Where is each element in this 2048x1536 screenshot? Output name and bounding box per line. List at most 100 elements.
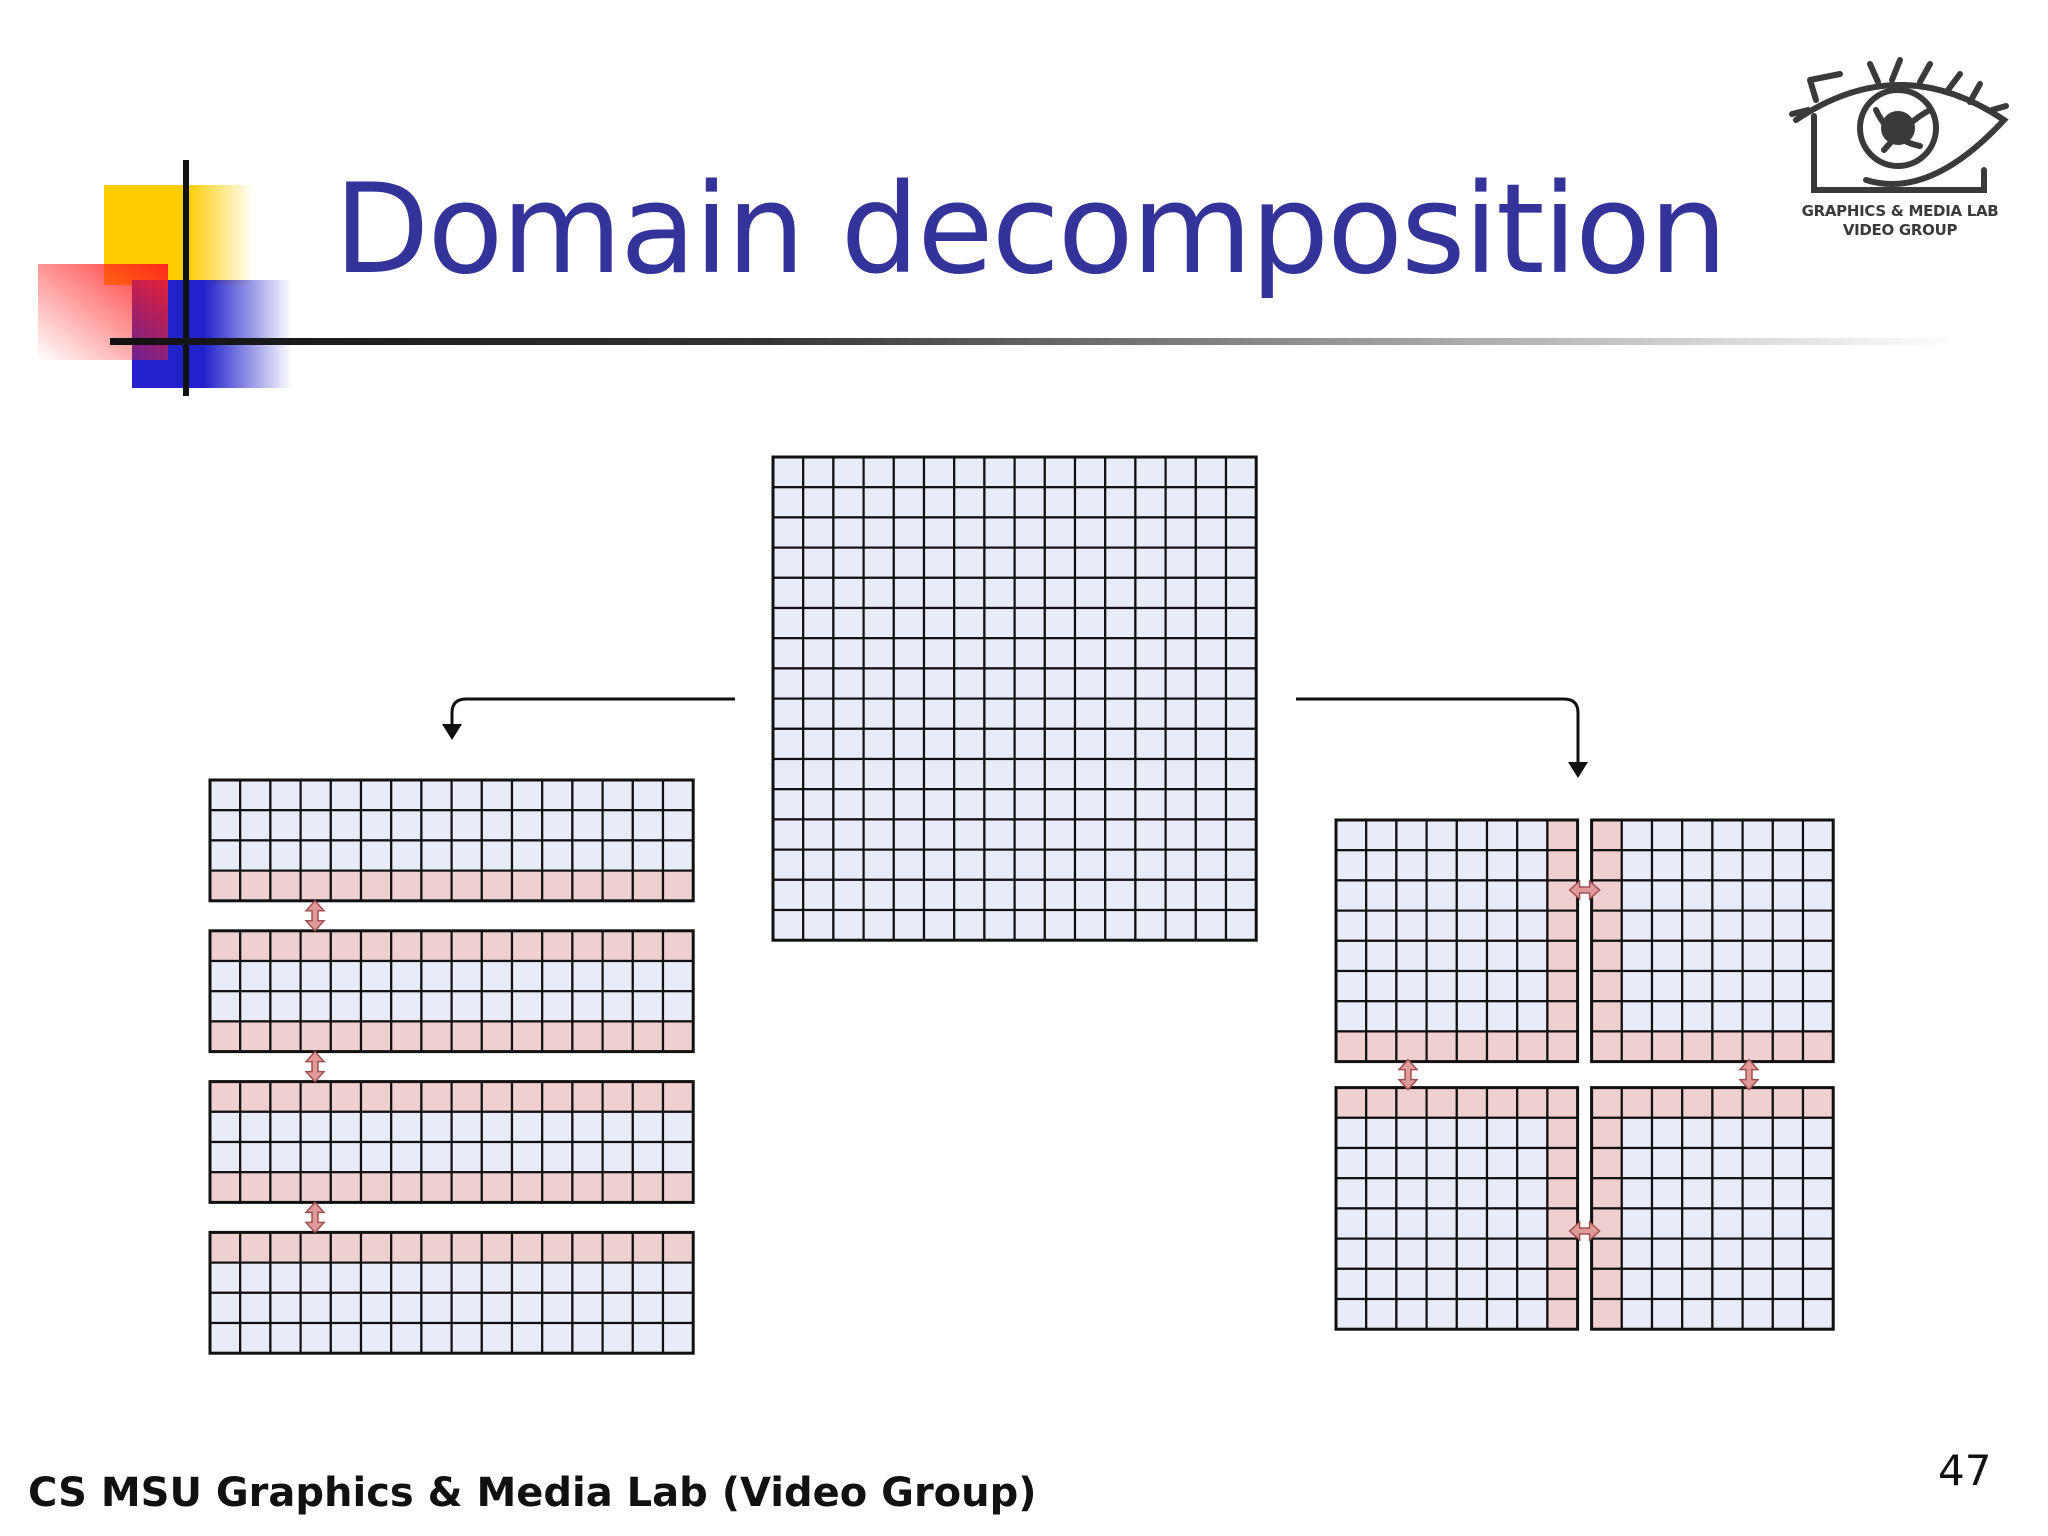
grid-cell	[480, 1291, 514, 1325]
grid-cell	[1013, 606, 1046, 640]
grid-cell	[390, 809, 423, 842]
grid-cell	[1365, 849, 1398, 882]
halo-cell	[420, 1231, 453, 1264]
grid-cell	[359, 809, 393, 842]
grid-cell	[1681, 1297, 1714, 1331]
grid-cell	[571, 1291, 604, 1325]
grid-cell	[299, 778, 332, 812]
grid-cell	[983, 576, 1016, 610]
grid-cell	[1164, 637, 1197, 670]
grid-cell	[541, 1291, 574, 1325]
grid-cell	[1455, 879, 1489, 912]
grid-cell	[269, 1261, 302, 1294]
halo-cell	[359, 1020, 393, 1053]
halo-cell	[239, 929, 272, 963]
grid-cell	[1164, 878, 1197, 912]
grid-cell	[510, 959, 544, 993]
grid-cell	[1164, 576, 1197, 610]
halo-cell	[1590, 1030, 1623, 1063]
grid-cell	[1620, 1000, 1654, 1033]
grid-cell	[1104, 818, 1137, 851]
grid-cell	[1164, 606, 1197, 640]
grid-cell	[1771, 909, 1805, 942]
grid-cell	[450, 1261, 483, 1294]
grid-cell	[1043, 878, 1077, 912]
grid-cell	[1365, 909, 1398, 942]
grid-cell	[1425, 849, 1458, 882]
grid-cell	[1516, 1000, 1549, 1033]
grid-cell	[922, 637, 956, 670]
grid-cell	[1425, 1207, 1458, 1240]
halo-cell	[480, 869, 514, 902]
grid-cell	[953, 757, 986, 791]
grid-cell	[1134, 486, 1167, 519]
square-block-1	[1334, 818, 1580, 1064]
grid-cell	[862, 908, 895, 942]
halo-cell	[1395, 1030, 1428, 1063]
grid-cell	[1104, 455, 1137, 489]
grid-cell	[862, 667, 895, 700]
grid-cell	[1104, 606, 1137, 640]
grid-cell	[1801, 1237, 1835, 1270]
grid-cell	[480, 1261, 514, 1294]
grid-cell	[1365, 1177, 1398, 1210]
grid-cell	[1073, 455, 1107, 489]
halo-cell	[1590, 849, 1623, 882]
grid-cell	[802, 908, 835, 942]
grid-cell	[1334, 939, 1368, 973]
grid-cell	[390, 839, 423, 872]
grid-cell	[802, 667, 835, 700]
grid-cell	[922, 697, 956, 730]
grid-cell	[1104, 788, 1137, 821]
grid-cell	[571, 1321, 604, 1355]
grid-cell	[1395, 969, 1428, 1003]
halo-cell	[450, 1171, 483, 1204]
grid-cell	[269, 1110, 302, 1144]
grid-cell	[1043, 546, 1077, 579]
grid-cell	[862, 727, 895, 761]
halo-cell	[1516, 1030, 1549, 1063]
halo-cell	[420, 1020, 453, 1053]
halo-cell	[1546, 969, 1579, 1003]
halo-cell	[571, 869, 604, 902]
grid-cell	[1741, 1267, 1774, 1301]
grid-cell	[953, 818, 986, 851]
grid-cell	[1741, 879, 1774, 912]
grid-cell	[953, 788, 986, 821]
halo-cell	[299, 869, 332, 902]
grid-cell	[892, 516, 926, 549]
grid-cell	[601, 1321, 634, 1355]
grid-cell	[1681, 879, 1714, 912]
grid-cell	[802, 757, 835, 791]
grid-cell	[420, 839, 453, 872]
square-block-4	[1590, 1086, 1835, 1331]
halo-cell	[1546, 879, 1579, 912]
halo-cell	[239, 1020, 272, 1053]
halo-cell	[420, 1171, 453, 1204]
grid-cell	[892, 788, 926, 821]
grid-cell	[661, 809, 695, 842]
grid-cell	[1771, 1207, 1805, 1240]
halo-cell	[208, 1020, 242, 1053]
grid-cell	[1134, 788, 1167, 821]
grid-cell	[1073, 818, 1107, 851]
halo-cell	[541, 929, 574, 963]
grid-cell	[953, 576, 986, 610]
halo-cell	[208, 1171, 242, 1204]
grid-cell	[1711, 1237, 1744, 1270]
grid-cell	[1741, 1297, 1774, 1331]
halo-cell	[1590, 1086, 1623, 1119]
grid-cell	[832, 727, 865, 761]
grid-cell	[802, 697, 835, 730]
halo-cell	[541, 1020, 574, 1053]
halo-cell	[329, 1171, 363, 1204]
grid-cell	[922, 727, 956, 761]
grid-cell	[1043, 516, 1077, 549]
grid-cell	[1164, 908, 1197, 942]
grid-cell	[601, 1140, 634, 1174]
halo-cell	[510, 1171, 544, 1204]
halo-cell	[1590, 1267, 1623, 1301]
grid-border	[208, 1230, 695, 1355]
grid-cell	[983, 818, 1016, 851]
grid-cell	[1681, 1146, 1714, 1180]
